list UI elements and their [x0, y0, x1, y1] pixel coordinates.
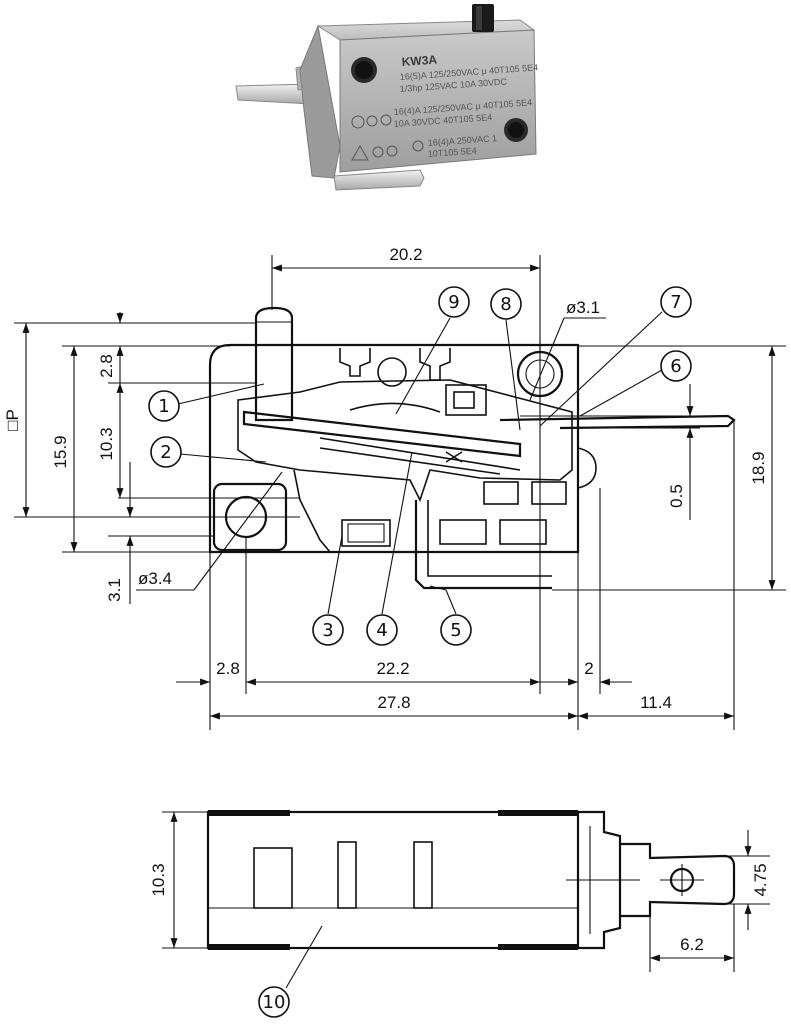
cert-mark-icon — [380, 114, 392, 126]
dim-height-10-3: 10.3 — [97, 427, 116, 460]
dim-hole-left: ø3.4 — [138, 569, 172, 588]
balloon-7: 7 — [539, 286, 692, 427]
svg-text:3: 3 — [322, 620, 333, 641]
svg-text:9: 9 — [448, 292, 459, 313]
svg-text:2: 2 — [160, 442, 171, 463]
side-dimensions: 10.3 4.75 6.2 — [149, 811, 770, 972]
svg-text:8: 8 — [500, 294, 511, 315]
terminal-right — [499, 414, 736, 430]
front-dimensions: 20.2 ø3.1 □P 15.9 2.8 10.3 3.1 ø3.4 — [3, 245, 786, 730]
actuator-lever — [242, 410, 522, 458]
balloon-9: 9 — [395, 286, 470, 415]
dim-bottom-2: 2 — [584, 659, 593, 678]
balloon-8: 8 — [490, 288, 522, 431]
balloon-4: 4 — [366, 451, 413, 646]
cert-mark-icon — [351, 144, 369, 161]
cert-mark-icon — [351, 115, 365, 129]
product-label-line-5: 16(4)A 250VAC 1 — [427, 133, 497, 148]
dim-height-2-8: 2.8 — [97, 354, 116, 378]
dim-height-3-1: 3.1 — [105, 578, 124, 602]
dim-side-height: 10.3 — [149, 863, 168, 896]
dim-bottom-11-4: 11.4 — [640, 693, 672, 712]
product-label-line-6: 10T105 5E4 — [427, 146, 477, 159]
dim-bottom-22-2: 22.2 — [376, 659, 409, 678]
dim-height-15-9: 15.9 — [51, 435, 70, 468]
product-photo: KW3A 16(5)A 125/250VAC μ 40T105 5E4 1/3h… — [235, 4, 538, 191]
svg-text:10: 10 — [263, 992, 286, 1013]
dim-bottom-2-8: 2.8 — [216, 659, 240, 678]
dim-bottom-27-8: 27.8 — [377, 693, 410, 712]
dim-top-width: 20.2 — [389, 245, 422, 264]
dim-hole-top: ø3.1 — [566, 298, 600, 317]
plunger — [254, 306, 294, 422]
balloon-3: 3 — [312, 535, 344, 646]
housing-cavity — [237, 379, 573, 503]
balloon-10: 10 — [258, 925, 323, 1018]
dim-left-p: □P — [3, 409, 22, 431]
dim-height-0-5: 0.5 — [667, 484, 686, 508]
svg-text:6: 6 — [670, 356, 681, 377]
dim-height-18-9: 18.9 — [749, 451, 768, 484]
front-balloons: 1 2 3 4 5 6 7 — [148, 286, 692, 646]
svg-text:1: 1 — [158, 396, 169, 417]
cert-mark-icon — [386, 145, 398, 157]
balloon-6: 6 — [579, 350, 692, 417]
cert-mark-icon — [412, 140, 424, 152]
side-view — [206, 810, 736, 950]
svg-text:4: 4 — [376, 620, 387, 641]
balloon-5: 5 — [429, 585, 472, 646]
front-view — [200, 306, 736, 590]
balloon-2: 2 — [150, 436, 267, 468]
cert-mark-icon — [372, 146, 384, 158]
dim-side-tab-height: 4.75 — [751, 863, 770, 896]
side-housing — [206, 810, 580, 950]
product-model-label: KW3A — [401, 53, 438, 69]
terminal-bottom — [414, 500, 552, 590]
svg-text:7: 7 — [670, 292, 681, 313]
balloon-1: 1 — [148, 383, 265, 422]
cert-mark-icon — [366, 115, 378, 127]
dim-side-tab-length: 6.2 — [680, 935, 704, 954]
svg-text:5: 5 — [450, 620, 461, 641]
